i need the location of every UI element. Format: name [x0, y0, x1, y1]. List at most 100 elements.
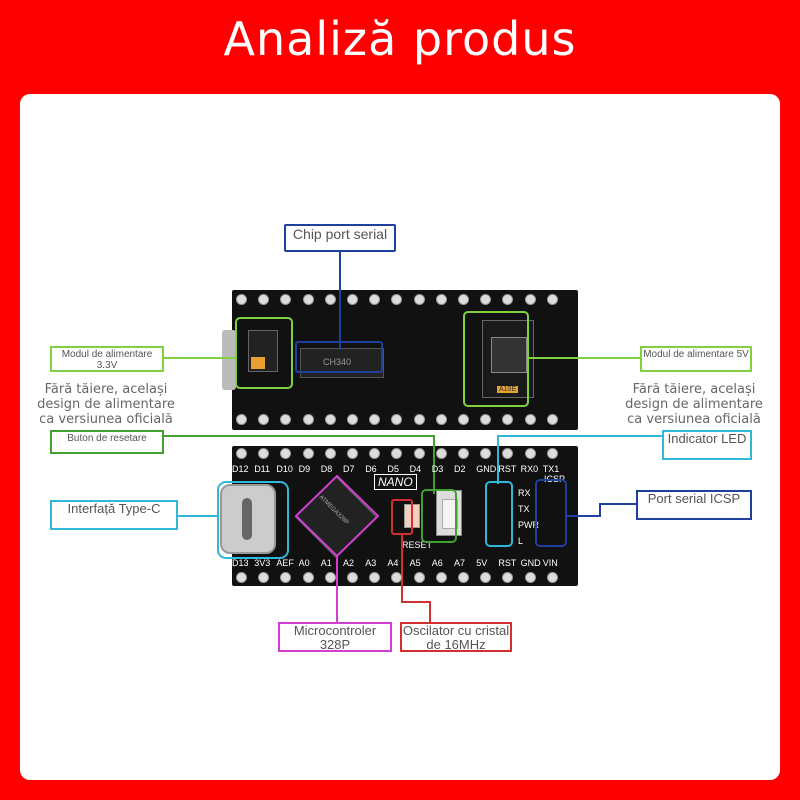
back-bottom-pin-10 [458, 414, 469, 425]
back-bottom-pin-6 [369, 414, 381, 425]
pin-label: RST [498, 464, 517, 474]
front-bottom-pin-1 [258, 572, 270, 583]
front-bottom-pin-8 [413, 572, 425, 583]
front-top-pin-12 [502, 448, 514, 459]
front-bottom-pin-14 [546, 572, 558, 583]
front-top-pin-11 [480, 448, 492, 459]
back-bottom-pin-2 [280, 414, 292, 425]
front-top-pin-10 [458, 448, 469, 459]
front-bottom-pin-0 [236, 572, 247, 583]
back-bottom-pin-0 [236, 414, 247, 425]
pin-label: A2 [343, 558, 355, 568]
front-bottom-pin-7 [391, 572, 403, 583]
pin-label: D6 [365, 464, 377, 474]
front-top-pin-6 [369, 448, 381, 459]
back-bottom-pin-12 [502, 414, 514, 425]
back-bottom-pin-14 [546, 414, 558, 425]
front-bottom-pin-2 [280, 572, 292, 583]
pin-label: D9 [298, 464, 311, 474]
pin-label: TX1 [542, 464, 560, 474]
note-right: Fără tăiere, același design de alimentar… [625, 382, 763, 427]
board-front: NANO ICSP RESET ATMEGA328P [220, 446, 578, 586]
pin-label: D7 [343, 464, 355, 474]
back-bottom-pin-11 [480, 414, 492, 425]
callout-power-5: Modul de alimentare 5V [640, 346, 752, 372]
board-back: CH340 A10E [222, 290, 578, 430]
callout-lines [164, 252, 662, 622]
front-top-pin-3 [302, 448, 314, 459]
usb-port-back [222, 330, 236, 390]
pin-label: D11 [254, 464, 271, 474]
front-bottom-pin-4 [324, 572, 336, 583]
back-top-pin-6 [369, 294, 381, 305]
front-top-pin-2 [280, 448, 292, 459]
pin-label: GND [520, 558, 541, 568]
reset-label: RESET [402, 540, 433, 550]
type-c-port[interactable] [220, 484, 276, 554]
reset-button[interactable] [436, 490, 462, 536]
pin-label: 5V [476, 558, 488, 568]
pin-label: D3 [431, 464, 444, 474]
front-bottom-pin-10 [458, 572, 469, 583]
callout-led: Indicator LED [662, 430, 752, 460]
pin-label: 3V3 [254, 558, 271, 568]
back-top-pin-3 [302, 294, 314, 305]
back-top-pin-0 [236, 294, 247, 305]
back-bottom-pin-13 [524, 414, 536, 425]
pin-label: D13 [232, 558, 249, 568]
callout-power-33: Modul de alimentare 3.3V [50, 346, 164, 372]
callout-reset: Buton de resetare [50, 430, 164, 454]
back-top-pin-12 [502, 294, 514, 305]
back-top-pin-2 [280, 294, 292, 305]
callout-type-c: Interfață Type-C [50, 500, 178, 530]
back-top-pin-13 [524, 294, 536, 305]
back-top-pin-10 [458, 294, 469, 305]
back-top-pin-7 [391, 294, 403, 305]
pin-label: A5 [409, 558, 421, 568]
pin-label: A6 [431, 558, 443, 568]
front-top-pin-7 [391, 448, 403, 459]
back-bottom-pin-7 [391, 414, 403, 425]
back-bottom-pin-5 [347, 414, 358, 425]
front-top-pin-9 [435, 448, 447, 459]
pin-label: A4 [387, 558, 399, 568]
pin-label: D5 [387, 464, 399, 474]
back-bottom-pin-9 [435, 414, 447, 425]
front-top-pin-8 [413, 448, 425, 459]
callout-crystal: Oscilator cu cristal de 16MHz [400, 622, 512, 652]
front-top-pin-13 [524, 448, 536, 459]
front-top-pin-4 [324, 448, 336, 459]
callout-chip-port: Chip port serial [284, 224, 396, 252]
pin-label: A1 [320, 558, 332, 568]
pin-label: AEF [276, 558, 294, 568]
front-bottom-pin-3 [302, 572, 314, 583]
pin-label: A0 [298, 558, 310, 568]
back-top-pin-11 [480, 294, 492, 305]
front-top-pin-5 [347, 448, 358, 459]
back-bottom-pin-4 [324, 414, 336, 425]
front-bottom-pin-5 [347, 572, 358, 583]
back-top-pin-14 [546, 294, 558, 305]
back-bottom-pin-1 [258, 414, 270, 425]
pin-label: D2 [454, 464, 466, 474]
front-top-pin-0 [236, 448, 247, 459]
pin-label: D10 [276, 464, 293, 474]
content-card: CH340 A10E NANO ICSP RESET ATMEGA328P RX… [20, 94, 780, 780]
regulator-5v: A10E [482, 320, 534, 398]
note-left: Fără tăiere, același design de alimentar… [37, 382, 175, 427]
callout-mcu: Microcontroler 328P [278, 622, 392, 652]
back-bottom-pin-3 [302, 414, 314, 425]
pin-label: GND [476, 464, 497, 474]
callout-icsp: Port serial ICSP [636, 490, 752, 520]
back-top-pin-5 [347, 294, 358, 305]
front-bottom-pin-11 [480, 572, 492, 583]
regulator-33v [248, 330, 278, 372]
pin-label: D4 [409, 464, 422, 474]
pin-label: D12 [232, 464, 249, 474]
pin-label: RX0 [520, 464, 539, 474]
back-top-pin-1 [258, 294, 270, 305]
brand-label: NANO [374, 474, 417, 490]
front-bottom-pin-9 [435, 572, 447, 583]
back-top-pin-9 [435, 294, 447, 305]
pin-label: A3 [365, 558, 377, 568]
